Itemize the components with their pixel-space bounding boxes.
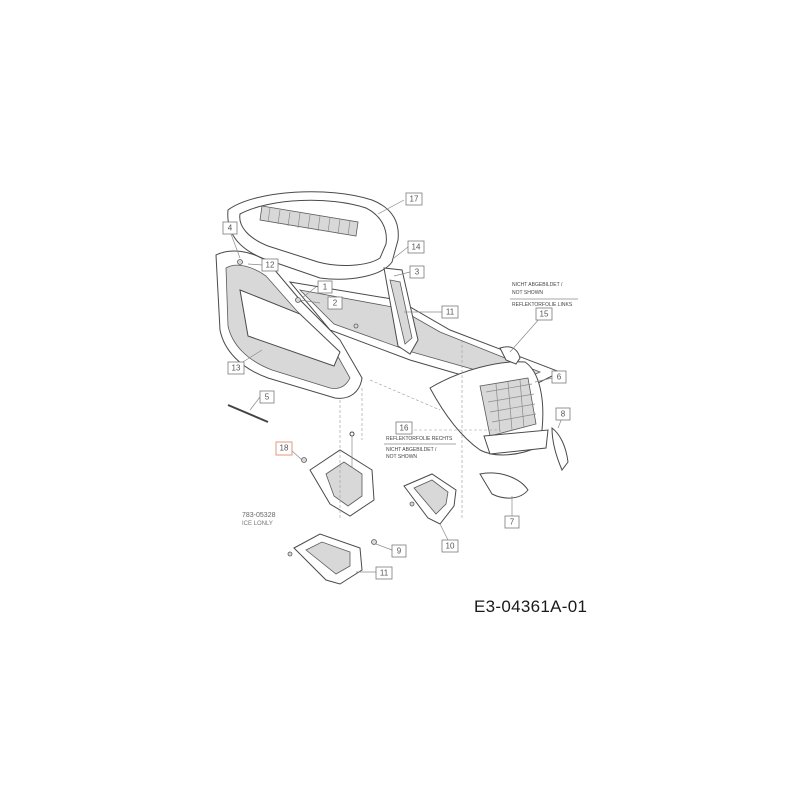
- svg-text:15: 15: [540, 310, 549, 319]
- svg-text:ICE LONLY: ICE LONLY: [242, 521, 273, 527]
- callout-12[interactable]: 12: [261, 258, 279, 272]
- svg-text:6: 6: [557, 373, 562, 382]
- svg-text:NICHT ABGEBILDET /: NICHT ABGEBILDET /: [386, 447, 437, 453]
- steering-bracket-part: [309, 431, 375, 517]
- callout-17[interactable]: 17: [405, 192, 423, 206]
- svg-text:8: 8: [561, 410, 566, 419]
- callout-11-upper[interactable]: 11: [441, 305, 459, 319]
- callout-8[interactable]: 8: [555, 407, 571, 421]
- callout-6[interactable]: 6: [551, 370, 567, 384]
- svg-text:REFLEKTORFOLIE RECHTS: REFLEKTORFOLIE RECHTS: [386, 436, 453, 442]
- svg-text:10: 10: [446, 542, 455, 551]
- callout-15[interactable]: 15: [535, 307, 553, 321]
- mount-bracket-11-part: [293, 533, 363, 585]
- callout-2[interactable]: 2: [327, 296, 343, 310]
- callout-16[interactable]: 16: [395, 421, 413, 435]
- reflector-strip-part: [551, 426, 569, 471]
- side-panel-part: [215, 250, 363, 399]
- svg-text:11: 11: [446, 308, 455, 317]
- svg-text:11: 11: [380, 569, 389, 578]
- callout-7[interactable]: 7: [504, 515, 520, 529]
- svg-text:14: 14: [412, 243, 421, 252]
- svg-text:4: 4: [228, 224, 233, 233]
- svg-text:NOT SHOWN: NOT SHOWN: [386, 454, 417, 460]
- headlight-lens-part: [479, 472, 529, 499]
- svg-text:18: 18: [280, 444, 289, 453]
- callout-11-lower[interactable]: 11: [375, 566, 393, 580]
- svg-text:783-05328: 783-05328: [242, 512, 276, 519]
- leader-lines: [230, 199, 563, 573]
- mount-bracket-10-part: [403, 473, 457, 525]
- svg-text:1: 1: [323, 283, 328, 292]
- callout-5[interactable]: 5: [259, 390, 275, 404]
- rod-part: [227, 404, 269, 423]
- note-upper: NICHT ABGEBILDET / NOT SHOWN REFLEKTORFO…: [510, 282, 578, 308]
- svg-text:13: 13: [232, 364, 241, 373]
- svg-text:REFLEKTORFOLIE LINKS: REFLEKTORFOLIE LINKS: [512, 302, 573, 308]
- diagram-reference-id: E3-04361A-01: [474, 597, 587, 616]
- svg-text:3: 3: [415, 268, 420, 277]
- svg-text:2: 2: [333, 299, 338, 308]
- callout-3[interactable]: 3: [409, 265, 425, 279]
- svg-text:7: 7: [510, 518, 515, 527]
- center-strip-part: [383, 267, 419, 355]
- hood-part: [227, 191, 399, 280]
- svg-text:5: 5: [265, 393, 270, 402]
- svg-text:NICHT ABGEBILDET /: NICHT ABGEBILDET /: [512, 282, 563, 288]
- hood-vents: [259, 205, 359, 237]
- svg-text:12: 12: [266, 261, 275, 270]
- front-grille-part: [429, 346, 549, 456]
- assembly-lines: [339, 340, 500, 520]
- side-part-label: 783-05328 ICE LONLY: [242, 512, 276, 527]
- callout-4[interactable]: 4: [222, 221, 238, 235]
- callout-18[interactable]: 18: [275, 441, 293, 456]
- callout-1[interactable]: 1: [317, 280, 333, 294]
- svg-text:17: 17: [410, 195, 419, 204]
- note-lower: REFLEKTORFOLIE RECHTS NICHT ABGEBILDET /…: [384, 436, 456, 460]
- svg-text:16: 16: [400, 424, 409, 433]
- svg-text:9: 9: [397, 547, 402, 556]
- callout-9[interactable]: 9: [391, 544, 407, 558]
- grille-mesh: [485, 379, 537, 433]
- callout-13[interactable]: 13: [227, 361, 245, 375]
- fasteners: [237, 259, 415, 557]
- callout-14[interactable]: 14: [407, 240, 425, 254]
- callout-10[interactable]: 10: [441, 539, 459, 553]
- svg-text:NOT SHOWN: NOT SHOWN: [512, 290, 543, 296]
